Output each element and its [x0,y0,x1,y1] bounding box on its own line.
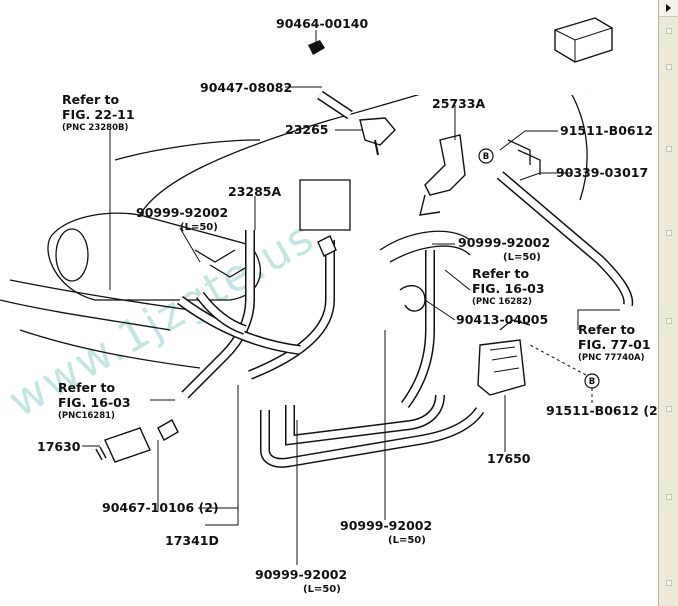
label-90999-92002-b-length: (L=50) [503,252,541,263]
svg-text:B: B [483,152,489,162]
label-90999-92002-c: 90999-92002 [340,518,432,533]
svg-text:FIG. 77-01: FIG. 77-01 [578,337,651,352]
bracket-25733A [419,134,466,216]
label-90999-92002-a-length: (L=50) [180,222,218,233]
reference-fig-22-11: Refer to FIG. 22-11 (PNC 23280B) [62,92,135,133]
label-90413-04005: 90413-04005 [456,312,548,327]
scroll-tick [666,230,672,236]
label-25733A: 25733A [432,96,485,111]
scroll-tick [666,64,672,70]
scroll-tick [666,318,672,324]
svg-text:FIG. 22-11: FIG. 22-11 [62,107,135,122]
scroll-tick [666,580,672,586]
label-17341D: 17341D [165,533,219,548]
clamp-90464 [308,40,325,55]
label-91511-B0612: 91511-B0612 [560,123,653,138]
label-23285A: 23285A [228,184,281,199]
label-90999-92002-c-length: (L=50) [388,535,426,546]
svg-text:(PNC16281): (PNC16281) [58,411,115,421]
bolt-marker-upper: B [478,148,494,164]
bolt-marker-lower: B [584,373,600,389]
scroll-tick [666,28,672,34]
clip-90467 [157,419,179,441]
scroll-right-arrow-icon[interactable] [659,0,678,17]
leader-lines [82,30,620,565]
label-90999-92002-d-length: (L=50) [303,584,341,595]
svg-text:(PNC 23280B): (PNC 23280B) [62,123,128,133]
label-90447-08082: 90447-08082 [200,80,292,95]
svg-text:FIG. 16-03: FIG. 16-03 [472,281,545,296]
svg-text:Refer to: Refer to [58,380,116,395]
label-90464-00140: 90464-00140 [276,16,368,31]
vacuum-hoses [177,41,634,468]
label-17650: 17650 [487,451,531,466]
reference-fig-16-03-upper: Refer to FIG. 16-03 (PNC 16282) [472,266,545,307]
clamp-90413 [399,284,426,312]
label-90339-03017: 90339-03017 [556,165,648,180]
svg-text:B: B [589,377,595,387]
label-23265: 23265 [285,122,329,137]
parts-diagram: www.1jzgte.us [0,16,658,595]
label-90467-10106: 90467-10106 (2) [102,500,219,515]
svg-text:Refer to: Refer to [472,266,530,281]
sensor-23265 [359,117,396,156]
scroll-tick [666,494,672,500]
connector-23285A [317,235,337,257]
vertical-scrollbar[interactable] [658,0,678,606]
switch-17630 [95,427,151,463]
svg-text:Refer to: Refer to [578,322,636,337]
reference-fig-16-03-lower: Refer to FIG. 16-03 (PNC16281) [58,380,131,421]
scroll-tick [666,146,672,152]
svg-text:FIG. 16-03: FIG. 16-03 [58,395,131,410]
vsv-17650 [477,319,531,396]
svg-text:(PNC 77740A): (PNC 77740A) [578,353,645,363]
label-90999-92002-d: 90999-92002 [255,567,347,582]
label-90999-92002-a: 90999-92002 [136,205,228,220]
label-91511-B0612-2: 91511-B0612 (2) [546,403,658,418]
reference-fig-77-01: Refer to FIG. 77-01 (PNC 77740A) [578,322,651,363]
vsv-box-top-right [554,17,613,63]
svg-text:Refer to: Refer to [62,92,120,107]
label-90999-92002-b: 90999-92002 [458,235,550,250]
scroll-tick [666,406,672,412]
svg-text:(PNC 16282): (PNC 16282) [472,297,532,307]
label-17630: 17630 [37,439,81,454]
